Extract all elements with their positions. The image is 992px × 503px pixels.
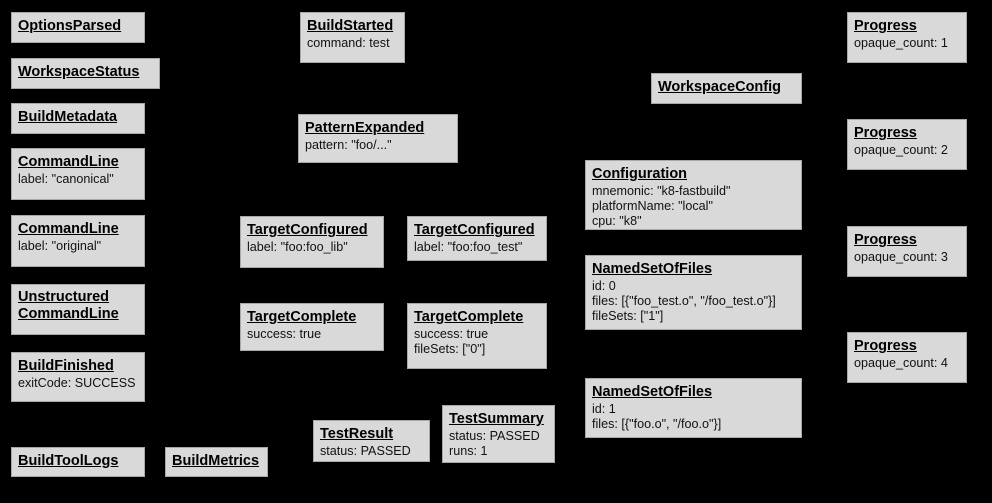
event-node-title: Progress	[854, 338, 917, 354]
event-node-build-metrics[interactable]: BuildMetrics	[165, 447, 268, 477]
event-node-title: Progress	[854, 232, 917, 248]
event-node-fields: opaque_count: 4	[854, 356, 960, 371]
event-node-workspace-config[interactable]: WorkspaceConfig	[651, 73, 802, 104]
event-node-field: files: [{"foo_test.o", "/foo_test.o"}]	[592, 294, 776, 308]
event-node-title: TargetComplete	[247, 309, 357, 325]
event-node-title: NamedSetOfFiles	[592, 384, 713, 400]
event-node-progress-3[interactable]: Progress opaque_count: 3	[847, 226, 967, 277]
event-node-configuration[interactable]: Configuration mnemonic: "k8-fastbuild"pla…	[585, 160, 802, 230]
event-node-build-started[interactable]: BuildStarted command: test	[300, 12, 405, 63]
event-node-field: label: "original"	[18, 239, 102, 253]
event-node-title: TargetComplete	[414, 309, 524, 325]
event-node-title: Progress	[854, 18, 917, 34]
event-node-field: label: "foo:foo_test"	[414, 240, 523, 254]
event-node-field: runs: 1	[449, 444, 488, 458]
event-node-field: opaque_count: 4	[854, 356, 948, 370]
event-node-field: opaque_count: 1	[854, 36, 948, 50]
event-node-title: Configuration	[592, 166, 688, 182]
event-node-title: WorkspaceConfig	[658, 79, 782, 95]
event-node-options-parsed[interactable]: OptionsParsed	[11, 12, 145, 43]
event-node-fields: command: test	[307, 36, 398, 51]
event-node-title: TargetConfigured	[414, 222, 535, 238]
event-node-fields: label: "foo:foo_lib"	[247, 240, 377, 255]
event-node-title: NamedSetOfFiles	[592, 261, 713, 277]
event-node-fields: opaque_count: 1	[854, 36, 960, 51]
event-node-build-finished[interactable]: BuildFinished exitCode: SUCCESS	[11, 352, 145, 402]
event-node-workspace-status[interactable]: WorkspaceStatus	[11, 58, 160, 89]
event-node-field: mnemonic: "k8-fastbuild"	[592, 184, 731, 198]
event-node-field: command: test	[307, 36, 390, 50]
event-node-progress-1[interactable]: Progress opaque_count: 1	[847, 12, 967, 63]
event-node-field: opaque_count: 2	[854, 143, 948, 157]
event-node-fields: opaque_count: 3	[854, 250, 960, 265]
event-node-unstructured-command-line[interactable]: Unstructured CommandLine	[11, 284, 145, 335]
event-node-fields: opaque_count: 2	[854, 143, 960, 158]
event-node-field: label: "canonical"	[18, 172, 114, 186]
event-node-field: label: "foo:foo_lib"	[247, 240, 348, 254]
event-node-command-line-canonical[interactable]: CommandLine label: "canonical"	[11, 148, 145, 200]
event-node-fields: success: true	[247, 327, 377, 342]
event-node-title: OptionsParsed	[18, 18, 122, 34]
event-node-field: id: 0	[592, 279, 616, 293]
event-node-title: CommandLine	[18, 221, 119, 237]
event-node-build-metadata[interactable]: BuildMetadata	[11, 103, 145, 134]
event-node-build-tool-logs[interactable]: BuildToolLogs	[11, 447, 145, 477]
event-node-field: status: PASSED	[449, 429, 540, 443]
event-node-field: success: true	[247, 327, 322, 341]
event-node-field: pattern: "foo/..."	[305, 138, 392, 152]
event-node-title: Progress	[854, 125, 917, 141]
event-node-command-line-original[interactable]: CommandLine label: "original"	[11, 215, 145, 267]
event-node-fields: exitCode: SUCCESS	[18, 376, 138, 391]
event-node-field: exitCode: SUCCESS	[18, 376, 136, 390]
event-node-fields: label: "original"	[18, 239, 138, 254]
event-node-test-result[interactable]: TestResult status: PASSED	[313, 420, 430, 462]
event-node-field: fileSets: ["1"]	[592, 309, 664, 323]
event-node-fields: label: "foo:foo_test"	[414, 240, 540, 255]
event-node-fields: pattern: "foo/..."	[305, 138, 451, 153]
event-node-title: BuildMetadata	[18, 109, 118, 125]
event-node-field: success: true	[414, 327, 489, 341]
event-node-title: BuildStarted	[307, 18, 394, 34]
event-node-field: id: 1	[592, 402, 616, 416]
event-node-title: PatternExpanded	[305, 120, 425, 136]
event-node-progress-4[interactable]: Progress opaque_count: 4	[847, 332, 967, 383]
event-node-field: opaque_count: 3	[854, 250, 948, 264]
event-node-title: TargetConfigured	[247, 222, 368, 238]
event-node-title: TestResult	[320, 426, 394, 442]
event-node-field: status: PASSED	[320, 444, 411, 458]
event-node-target-complete-lib[interactable]: TargetComplete success: true	[240, 303, 384, 351]
event-node-target-configured-test[interactable]: TargetConfigured label: "foo:foo_test"	[407, 216, 547, 261]
event-node-progress-2[interactable]: Progress opaque_count: 2	[847, 119, 967, 170]
event-node-field: platformName: "local"	[592, 199, 713, 213]
event-node-fields: label: "canonical"	[18, 172, 138, 187]
event-node-title: BuildToolLogs	[18, 453, 119, 469]
event-node-fields: mnemonic: "k8-fastbuild"platformName: "l…	[592, 184, 795, 229]
event-node-target-configured-lib[interactable]: TargetConfigured label: "foo:foo_lib"	[240, 216, 384, 268]
event-node-title: TestSummary	[449, 411, 544, 427]
event-node-pattern-expanded[interactable]: PatternExpanded pattern: "foo/..."	[298, 114, 458, 163]
event-node-title: BuildFinished	[18, 358, 114, 374]
event-node-title: BuildMetrics	[172, 453, 260, 469]
event-node-field: fileSets: ["0"]	[414, 342, 486, 356]
event-node-fields: status: PASSED	[320, 444, 423, 459]
event-node-field: files: [{"foo.o", "/foo.o"}]	[592, 417, 722, 431]
event-node-field: cpu: "k8"	[592, 214, 642, 228]
event-node-title: Unstructured CommandLine	[18, 289, 119, 322]
event-node-title: CommandLine	[18, 154, 119, 170]
event-node-title: WorkspaceStatus	[18, 64, 140, 80]
